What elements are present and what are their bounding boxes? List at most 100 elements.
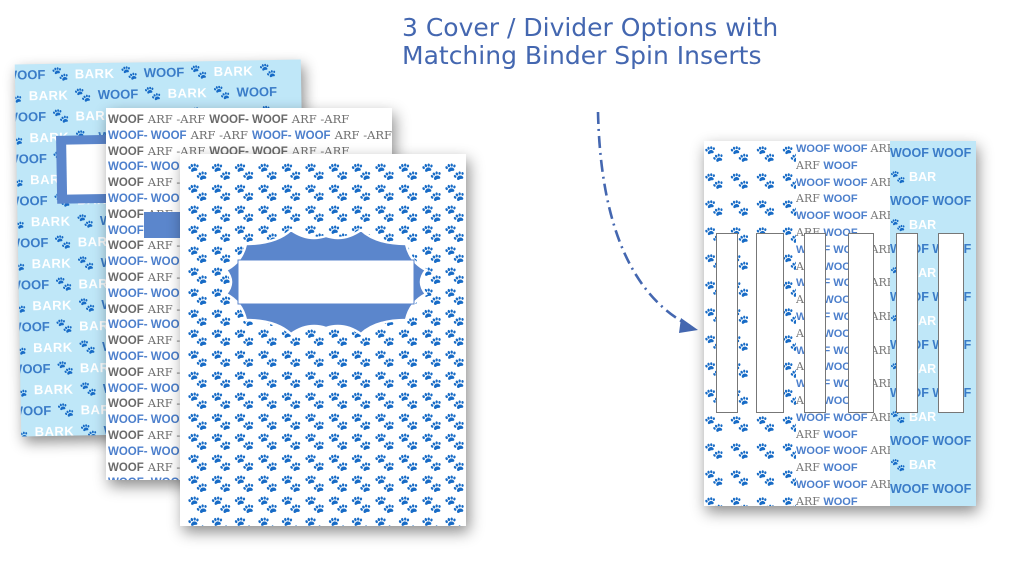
- spine-bark-row: WOOF WOOF: [890, 477, 971, 501]
- paw-icon: 🐾: [210, 432, 232, 452]
- paw-icon: 🐾: [187, 453, 209, 473]
- paw-icon: 🐾: [304, 390, 326, 410]
- woof-word: WOOF- WOOF: [108, 161, 187, 174]
- paw-icon: 🐾: [755, 470, 776, 487]
- paw-icon: 🐾: [327, 411, 349, 431]
- paw-icon: 🐾: [233, 494, 256, 514]
- paw-row: 🐾🐾🐾🐾🐾🐾🐾🐾🐾🐾🐾🐾: [186, 495, 466, 516]
- woof-word: WOOF: [823, 428, 858, 441]
- paw-icon: 🐾: [397, 473, 419, 493]
- paw-icon: 🐾: [397, 162, 419, 181]
- arf-word: ARF: [796, 494, 824, 506]
- woof-word: WOOF: [108, 366, 144, 379]
- woof-word: WOOF- WOOF: [108, 477, 187, 480]
- paw-icon: 🐾: [704, 416, 724, 433]
- paw-icon: 🐾: [187, 411, 209, 431]
- woof-word: WOOF: [932, 482, 972, 496]
- woof-word: WOOF- WOOF: [108, 256, 187, 269]
- arf-word: ARF: [796, 427, 824, 441]
- paw-icon: 🐾: [444, 245, 466, 265]
- paw-icon: 🐾: [350, 494, 373, 514]
- paw-icon: 🐾: [350, 328, 373, 348]
- paw-icon: 🐾: [280, 494, 302, 514]
- spine-woof-row: WOOF WOOF ARF: [796, 443, 890, 460]
- arf-word: ARF: [870, 477, 890, 491]
- paw-icon: 🐾: [327, 390, 349, 410]
- paw-icon: 🐾: [444, 473, 466, 493]
- woof-word: WOOF- WOOF: [108, 382, 187, 395]
- paw-icon: 🐾: [233, 182, 256, 202]
- paw-icon: 🐾: [397, 453, 419, 473]
- paw-icon: 🐾: [304, 349, 326, 369]
- paw-icon: 🐾: [397, 328, 419, 348]
- paw-icon: 🐾: [374, 473, 396, 493]
- paw-icon: 🐾: [397, 515, 419, 526]
- paw-icon: 🐾: [374, 494, 396, 514]
- paw-icon: 🐾: [280, 162, 302, 181]
- paw-row: 🐾🐾🐾🐾🐾🐾🐾🐾🐾🐾🐾🐾: [186, 370, 466, 391]
- bark-word: BAR: [909, 410, 937, 424]
- paw-icon: 🐾: [257, 182, 279, 202]
- paw-icon: 🐾: [350, 349, 373, 369]
- paw-icon: 🐾: [781, 443, 796, 460]
- paw-icon: 🐾: [421, 349, 443, 369]
- paw-icon: 🐾: [374, 224, 396, 244]
- paw-icon: 🐾: [729, 173, 750, 190]
- paw-icon: 🐾: [374, 515, 396, 526]
- spine-slot-6: [938, 233, 964, 413]
- arf-word: ARF -ARF: [190, 127, 249, 142]
- paw-icon: 🐾: [421, 224, 443, 244]
- spine-woof-row: WOOF WOOF ARF: [796, 141, 890, 158]
- arf-word: ARF: [796, 461, 824, 475]
- paw-icon: 🐾: [280, 182, 302, 202]
- paw-icon: 🐾: [257, 162, 279, 181]
- woof-word: WOOF- WOOF: [108, 129, 187, 142]
- paw-icon: 🐾: [257, 390, 279, 410]
- paw-icon: 🐾: [704, 443, 724, 460]
- paw-icon: 🐾: [421, 432, 443, 452]
- paw-icon: 🐾: [781, 308, 796, 325]
- paw-icon: 🐾: [187, 286, 209, 306]
- headline: 3 Cover / Divider Options with Matching …: [402, 14, 842, 70]
- paw-icon: 🐾: [327, 162, 349, 181]
- woof-word: WOOF: [823, 159, 858, 172]
- woof-word: WOOF: [932, 146, 972, 160]
- paw-row: 🐾🐾🐾🐾🐾🐾🐾🐾🐾🐾🐾🐾: [186, 432, 466, 453]
- paw-icon: 🐾: [210, 203, 232, 223]
- spine-woof-row: ARF WOOF: [796, 494, 890, 506]
- paw-icon: 🐾: [350, 432, 373, 452]
- paw-icon: 🐾: [421, 411, 443, 431]
- paw-icon: 🐾: [444, 203, 466, 223]
- arf-word: ARF: [796, 158, 824, 172]
- woof-word: WOOF- WOOF: [108, 445, 187, 458]
- paw-row: 🐾🐾🐾🐾🐾🐾🐾🐾🐾🐾🐾🐾: [186, 391, 466, 412]
- paw-icon: 🐾: [210, 307, 232, 327]
- paw-row: 🐾🐾🐾🐾🐾🐾🐾🐾🐾🐾🐾🐾: [186, 204, 466, 225]
- paw-icon: 🐾: [187, 349, 209, 369]
- cover-paw-prints: 🐾🐾🐾🐾🐾🐾🐾🐾🐾🐾🐾🐾🐾🐾🐾🐾🐾🐾🐾🐾🐾🐾🐾🐾🐾🐾🐾🐾🐾🐾🐾🐾🐾🐾🐾🐾🐾🐾🐾🐾…: [180, 154, 466, 526]
- paw-icon: 🐾: [304, 453, 326, 473]
- paw-icon: 🐾: [350, 515, 373, 526]
- paw-icon: 🐾: [781, 173, 796, 190]
- woof-word: WOOF: [108, 335, 144, 348]
- paw-icon: 🐾: [444, 224, 466, 244]
- paw-icon: 🐾: [781, 281, 796, 298]
- arf-word: ARF: [870, 444, 890, 458]
- woof-word: WOOF: [108, 303, 144, 316]
- bark-word: BAR: [909, 170, 937, 184]
- paw-icon: 🐾: [257, 515, 279, 526]
- paw-icon: 🐾: [327, 473, 349, 493]
- paw-icon: 🐾: [304, 411, 326, 431]
- paw-icon: 🐾: [374, 432, 396, 452]
- arf-word: ARF: [870, 309, 890, 323]
- woof-word: WOOF: [108, 145, 144, 158]
- paw-icon: 🐾: [444, 515, 466, 526]
- paw-icon: 🐾: [327, 328, 349, 348]
- spine-paw-row: 🐾🐾🐾🐾: [704, 492, 796, 506]
- woof-word: WOOF: [108, 208, 144, 221]
- paw-icon: 🐾: [781, 146, 796, 163]
- paw-icon: 🐾: [421, 494, 443, 514]
- paw-row: 🐾🐾🐾🐾🐾🐾🐾🐾🐾🐾🐾🐾: [186, 453, 466, 474]
- paw-icon: 🐾: [421, 307, 443, 327]
- spine-paw-row: 🐾🐾🐾🐾: [704, 438, 796, 465]
